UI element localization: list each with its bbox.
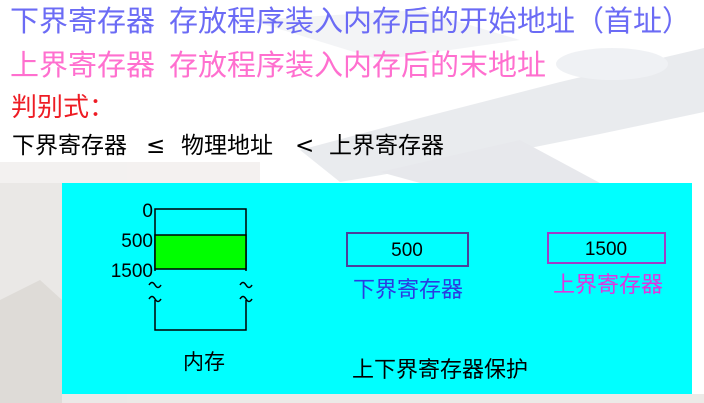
- criterion-lower-term: 下界寄存器: [12, 133, 127, 159]
- landscape-bottom: [0, 394, 704, 403]
- address-label-1500: 1500: [111, 261, 153, 282]
- criterion-heading: 判别式：: [11, 93, 116, 123]
- lower-register-value: 500: [391, 240, 423, 261]
- landscape-rock: [0, 280, 62, 403]
- upper-register-note: 上界寄存器存放程序装入内存后的末地址: [10, 51, 546, 80]
- upper-register: 1500 上界寄存器: [547, 232, 666, 298]
- lower-register-label: 下界寄存器: [353, 278, 463, 303]
- memory-break-mark-right-1: [239, 281, 253, 289]
- jet-fuselage: [300, 48, 704, 182]
- upper-register-label: 上界寄存器: [553, 273, 663, 298]
- memory-outline-bottom: [154, 300, 247, 331]
- lower-register-term: 下界寄存器: [10, 4, 156, 38]
- criterion-physical-address: 物理地址: [181, 133, 273, 159]
- jet-wing: [380, 140, 600, 183]
- lower-register-note: 下界寄存器存放程序装入内存后的开始地址（首址）: [10, 7, 691, 36]
- criterion-less-equal-symbol: ≤: [146, 133, 166, 159]
- lower-register-box: [346, 232, 469, 267]
- program-region: [154, 234, 247, 270]
- memory-break-mark-left-2: [148, 295, 162, 303]
- upper-register-box: [547, 232, 666, 264]
- upper-register-description: 存放程序装入内存后的末地址: [169, 48, 547, 82]
- background-jet: [250, 10, 704, 183]
- diagram-panel: [62, 183, 692, 394]
- lower-register-description: 存放程序装入内存后的开始地址（首址）: [169, 4, 692, 38]
- memory-label: 内存: [183, 350, 225, 374]
- memory-block: 0 500 1500 内存: [111, 201, 253, 374]
- upper-register-value: 1500: [585, 239, 627, 260]
- memory-break-mark-left-1: [148, 281, 162, 289]
- background-landscape: [0, 162, 704, 403]
- jet-canopy: [556, 48, 668, 80]
- jet-nose-shade: [250, 10, 520, 60]
- address-label-500: 500: [121, 231, 153, 252]
- criterion-upper-term: 上界寄存器: [329, 133, 444, 159]
- address-label-0: 0: [142, 201, 153, 222]
- upper-register-term: 上界寄存器: [10, 48, 156, 82]
- diagram-caption: 上下界寄存器保护: [352, 358, 528, 383]
- memory-break-mark-right-2: [239, 295, 253, 303]
- criterion-less-than-symbol: <: [295, 133, 315, 159]
- landscape-strip: [0, 162, 260, 183]
- lower-register: 500 下界寄存器: [346, 232, 469, 303]
